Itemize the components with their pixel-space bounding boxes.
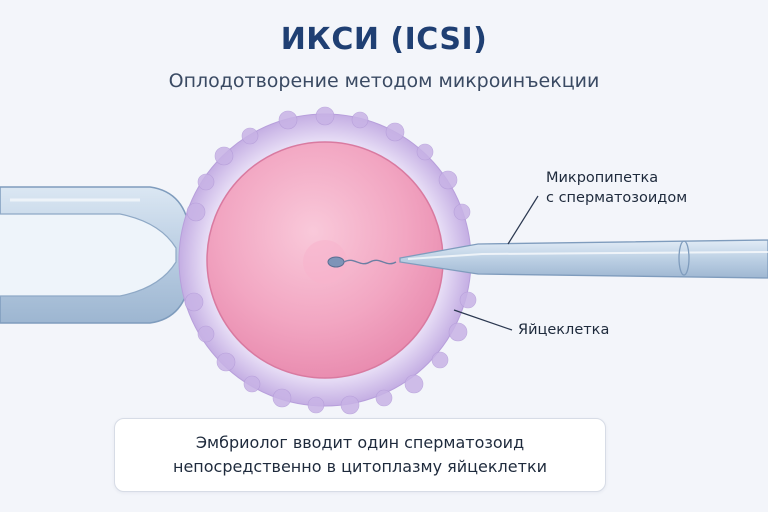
egg-label: Яйцеклетка	[518, 320, 609, 340]
micropipette-label: Микропипетка с сперматозоидом	[546, 168, 687, 208]
pipette-leader-line	[508, 196, 538, 244]
caption-line1: Эмбриолог вводит один сперматозоид	[196, 431, 524, 455]
micropipette-label-line1: Микропипетка	[546, 168, 687, 188]
caption-box: Эмбриолог вводит один сперматозоид непос…	[114, 418, 606, 492]
holding-pipette	[0, 187, 190, 323]
caption-line2: непосредственно в цитоплазму яйцеклетки	[173, 455, 547, 479]
micropipette-label-line2: с сперматозоидом	[546, 188, 687, 208]
